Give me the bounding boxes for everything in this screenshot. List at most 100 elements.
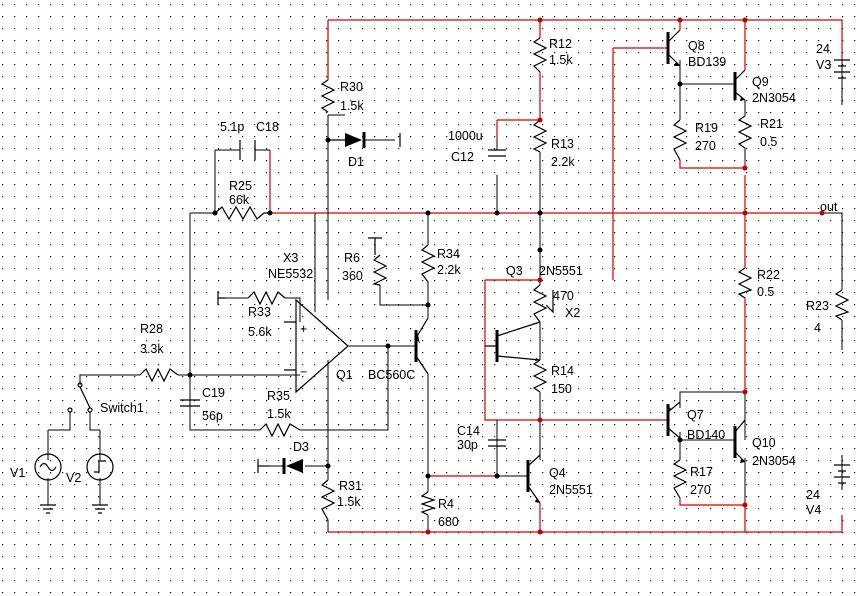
label-r33: R33 [248, 305, 271, 319]
label-q10: Q10 [752, 436, 776, 450]
label-opamp-minus: − [300, 365, 307, 379]
resistors [139, 37, 850, 521]
label-r17-value: 270 [690, 483, 711, 497]
battery-v4 [834, 455, 850, 490]
label-q8-model: BD139 [688, 55, 726, 69]
transistors [414, 29, 746, 504]
resistor-r30 [320, 79, 336, 113]
label-r21-value: 0.5 [760, 135, 777, 149]
supplies [34, 59, 850, 490]
label-d1: D1 [348, 155, 364, 169]
label-q9: Q9 [752, 75, 769, 89]
source-v1 [34, 453, 62, 481]
label-r19: R19 [695, 121, 718, 135]
label-r31: R31 [339, 479, 362, 493]
resistor-r17 [672, 459, 688, 499]
label-q3: Q3 [506, 264, 523, 278]
resistor-r34 [420, 244, 436, 283]
label-r14: R14 [551, 364, 574, 378]
capacitors [180, 140, 506, 447]
label-q1-model: BC560C [368, 368, 415, 382]
label-r23-value: 4 [814, 321, 821, 335]
resistor-r31 [320, 479, 336, 521]
label-c18-value: 5.1p [220, 120, 244, 134]
label-out: out [820, 200, 838, 214]
label-r4: R4 [438, 497, 454, 511]
capacitor-c14 [488, 439, 506, 447]
diode-d1 [328, 132, 401, 148]
resistor-r19 [672, 119, 688, 161]
label-r13-value: 2.2k [551, 155, 575, 169]
label-q4: Q4 [549, 466, 566, 480]
opamp-x3 [284, 298, 349, 394]
label-r6-value: 360 [342, 269, 363, 283]
label-v1: V1 [10, 466, 25, 480]
capacitor-c18 [239, 140, 256, 160]
resistor-r4 [420, 491, 436, 516]
component-labels: R30 1.5k D1 R12 1.5k R13 2.2k 1000u C12 … [10, 37, 838, 529]
transistor-q1 [414, 317, 429, 375]
label-r35-value: 1.5k [267, 407, 291, 421]
label-r35: R35 [267, 389, 290, 403]
transistor-q3 [485, 321, 541, 362]
label-r6: R6 [344, 251, 360, 265]
source-v2 [86, 453, 114, 481]
label-c18: C18 [256, 120, 279, 134]
battery-v3 [834, 59, 850, 80]
resistor-r22 [737, 267, 753, 299]
label-v3-voltage: 24 [816, 42, 830, 56]
label-q7: Q7 [687, 408, 704, 422]
resistor-r21 [737, 115, 753, 149]
label-r30-value: 1.5k [340, 99, 364, 113]
label-c12-value: 1000u [448, 129, 483, 143]
resistor-r25 [214, 205, 270, 221]
junctions [187, 17, 825, 535]
transistor-q10 [733, 419, 746, 463]
label-x3-model: NE5532 [268, 267, 313, 281]
diode-d3 [257, 458, 303, 474]
label-r4-value: 680 [438, 515, 459, 529]
label-c14-value: 30p [457, 438, 478, 452]
label-v3: V3 [816, 58, 831, 72]
label-v2: V2 [66, 471, 81, 485]
capacitor-c19 [180, 375, 200, 430]
label-q9-model: 2N3054 [752, 91, 796, 105]
label-opamp-plus: + [300, 322, 307, 336]
diodes [257, 132, 401, 474]
label-pot-value: 470 [553, 289, 574, 303]
label-r34-value: 2.2k [437, 263, 461, 277]
ground-stubs [40, 237, 382, 514]
label-r13: R13 [551, 137, 574, 151]
transistor-q9 [733, 69, 746, 101]
resistor-r35 [259, 422, 301, 438]
label-q1: Q1 [336, 368, 353, 382]
label-r34: R34 [437, 247, 460, 261]
rail-wires [269, 19, 843, 533]
label-r23: R23 [806, 299, 829, 313]
resistor-r13 [532, 119, 548, 153]
label-r22: R22 [757, 268, 780, 282]
label-r17: R17 [690, 465, 713, 479]
label-q3-model: 2N5551 [539, 264, 583, 278]
transistor-q8 [666, 29, 681, 67]
label-r19-value: 270 [695, 139, 716, 153]
label-r14-value: 150 [551, 382, 572, 396]
resistor-r12 [532, 37, 548, 73]
capacitor-c12 [488, 149, 506, 157]
switch-1 [67, 382, 93, 413]
resistor-r6 [372, 254, 388, 286]
label-r25-value: 66k [229, 193, 250, 207]
label-c14: C14 [457, 424, 480, 438]
label-c12: C12 [451, 150, 474, 164]
label-x3: X3 [283, 251, 298, 265]
label-r21: R21 [760, 117, 783, 131]
label-c19-value: 56p [202, 409, 223, 423]
label-r12-value: 1.5k [549, 53, 573, 67]
resistor-r28 [139, 367, 179, 383]
label-r28-value: 3.3k [140, 342, 164, 356]
label-v4: V4 [806, 503, 821, 517]
label-q8: Q8 [688, 39, 705, 53]
